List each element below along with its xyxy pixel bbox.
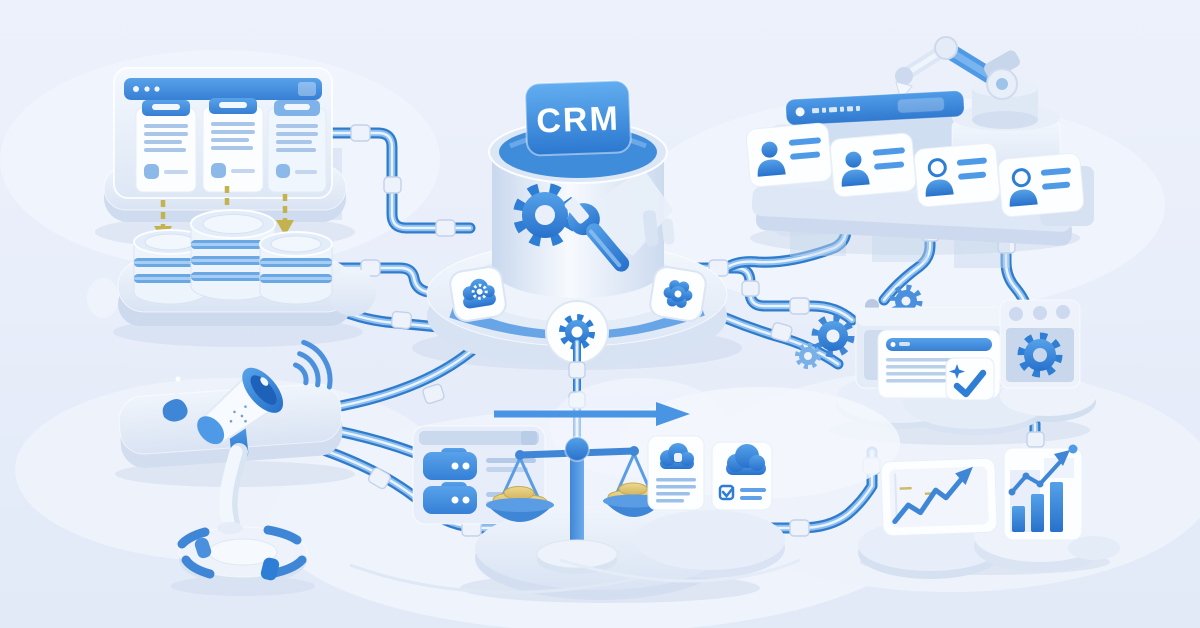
settings-validation: [795, 284, 1096, 435]
database-icon: [133, 229, 207, 305]
wrench-icon: [564, 197, 630, 272]
line-chart-icon: [880, 457, 998, 537]
megaphone-icon: [197, 367, 284, 461]
contacts-automation: [745, 36, 1094, 268]
browser-titlebar: [124, 78, 322, 100]
marketing-megaphone: [118, 339, 343, 468]
balance-scale-icon: [486, 436, 665, 522]
bar-chart-icon: [1003, 444, 1083, 541]
down-arrow-icon: [276, 194, 294, 236]
flow-arrow-right: [494, 402, 690, 426]
cloud-documents: [647, 435, 773, 511]
crm-label: CRM: [536, 100, 621, 141]
panel-button: [521, 431, 537, 445]
document-card-icon: [135, 100, 197, 193]
document-card-icon: [202, 98, 264, 193]
server-icon: [423, 448, 536, 480]
message-bar-icon: [785, 90, 965, 136]
crm-hub: CRM: [426, 79, 728, 368]
blob-icon: [162, 398, 188, 422]
check-icon: [953, 369, 987, 398]
sound-waves-icon: [293, 339, 333, 390]
contact-card-icon: [913, 142, 1001, 208]
gear-badge: [545, 300, 609, 364]
gears-icon: [795, 284, 923, 369]
cloud-lock-card-icon: [647, 435, 705, 511]
status-dot-icon: [795, 107, 805, 117]
arrow-head-icon: [656, 402, 690, 426]
bar-button: [897, 97, 945, 114]
chart-emblem-icon: [590, 168, 675, 256]
flower-gear-badge: [649, 266, 707, 322]
database-icon: [190, 209, 276, 301]
analytics-charts: [858, 444, 1120, 579]
contact-card-icon: [745, 122, 833, 188]
crm-sign: CRM: [524, 79, 632, 157]
titlebar-button: [298, 82, 316, 96]
cloud-sync-gear-badge: [449, 266, 507, 322]
contact-card-icon: [997, 152, 1085, 218]
decor-curves: [349, 558, 801, 594]
gear-window-icon: [999, 299, 1081, 389]
scale-pole: [570, 440, 584, 560]
database-icon: [259, 231, 333, 305]
gear-icon: [1017, 332, 1063, 378]
window-dots-icon: [133, 86, 160, 92]
search-bar: [886, 338, 992, 351]
database-cluster: [87, 209, 376, 326]
glyph-text: [811, 105, 861, 114]
check-badge-icon: [945, 357, 995, 401]
star-icon: [949, 364, 965, 379]
document-card-icon: [267, 100, 327, 193]
contact-card-icon: [829, 132, 917, 198]
cloud-check-card-icon: [711, 441, 773, 511]
funnel-wheel-icon: [177, 443, 308, 585]
checkbox-icon: [718, 484, 735, 501]
